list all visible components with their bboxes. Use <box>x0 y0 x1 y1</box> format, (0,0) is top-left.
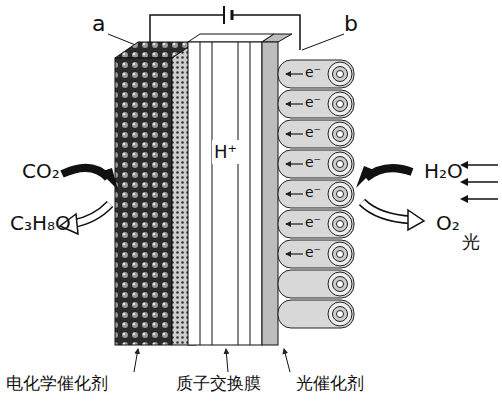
part-name: 光催化剂 <box>296 374 364 393</box>
electrode-label: b <box>344 12 358 36</box>
output-arrow <box>362 202 412 220</box>
electrode-label: a <box>92 12 105 36</box>
electron-label: e⁻ <box>305 125 321 140</box>
electrochemical-catalyst <box>115 58 172 345</box>
part-name: 质子交换膜 <box>176 374 261 393</box>
output-arrow <box>72 204 110 224</box>
electron-arrows <box>286 74 303 254</box>
electron-label: e⁻ <box>305 65 321 80</box>
plate-top <box>262 34 292 42</box>
light-arrows <box>462 165 498 199</box>
photocatalyst-plate <box>262 42 278 345</box>
battery-plate <box>231 10 234 20</box>
arrow-head <box>100 168 118 190</box>
output-arrow <box>362 202 412 220</box>
ion-label: H⁺ <box>212 140 239 164</box>
membrane-node: H⁺ <box>188 42 262 345</box>
reactant-label: H₂O <box>424 160 463 182</box>
light-label: 光 <box>462 232 480 252</box>
leader-arrows <box>134 349 290 372</box>
leader-line <box>302 34 344 50</box>
electron-label: e⁻ <box>305 245 321 260</box>
electron-label: e⁻ <box>305 215 321 230</box>
output-arrow <box>72 204 110 224</box>
membrane-lines <box>200 42 250 345</box>
membrane-body <box>188 42 262 345</box>
electron-label: e⁻ <box>305 185 321 200</box>
arrow-head <box>356 166 374 188</box>
arrow-head <box>408 210 424 230</box>
product-label: O₂ <box>436 212 460 234</box>
reactant-label: CO₂ <box>22 160 60 182</box>
electron-label: e⁻ <box>305 95 321 110</box>
product-label: C₃H₈O <box>10 212 71 234</box>
membrane-top <box>188 34 274 42</box>
electron-label: e⁻ <box>305 155 321 170</box>
battery-plate <box>223 6 225 24</box>
part-name: 电化学催化剂 <box>6 374 108 393</box>
photocatalyst-tubes <box>278 60 354 328</box>
